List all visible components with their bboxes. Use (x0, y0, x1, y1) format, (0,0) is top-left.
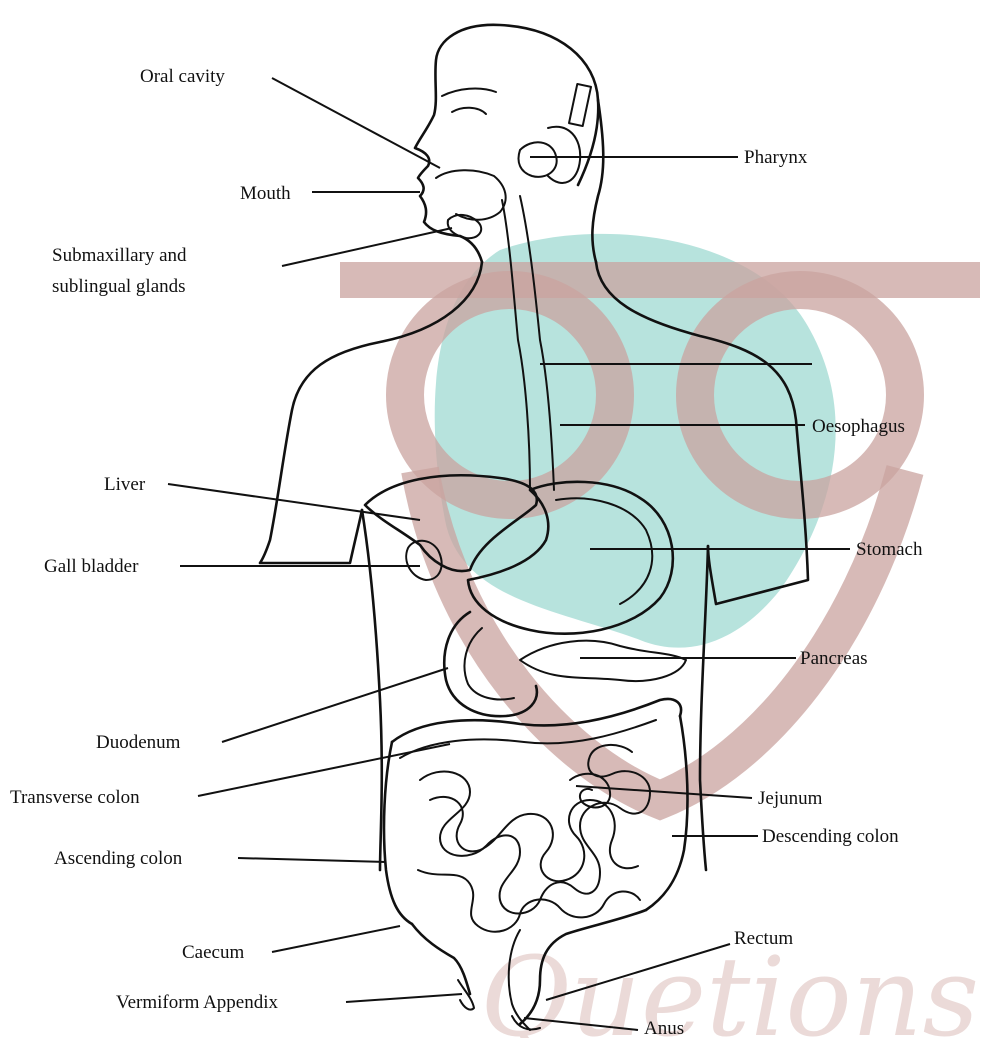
label-ascending-colon: Ascending colon (54, 848, 183, 869)
leader-ascending-colon (238, 858, 386, 862)
label-glands-line2: sublingual glands (52, 276, 186, 297)
head-tube (569, 84, 591, 126)
label-oral-cavity: Oral cavity (140, 66, 225, 87)
label-duodenum: Duodenum (96, 732, 181, 753)
watermark-bar (340, 262, 980, 298)
label-liver: Liver (104, 474, 146, 495)
label-stomach: Stomach (856, 539, 923, 560)
watermark-logo: Quetions (340, 234, 980, 1038)
label-oesophagus: Oesophagus (812, 416, 905, 437)
label-jejunum: Jejunum (758, 788, 823, 809)
label-anus: Anus (644, 1018, 684, 1038)
leader-transverse-colon (198, 744, 450, 796)
oral-cavity-shape (436, 170, 506, 220)
label-gall-bladder: Gall bladder (44, 556, 139, 577)
label-mouth: Mouth (240, 183, 291, 204)
label-glands-line1: Submaxillary and (52, 245, 187, 266)
label-caecum: Caecum (182, 942, 244, 963)
eye (452, 108, 486, 114)
label-pancreas: Pancreas (800, 648, 868, 669)
pancreas-shape (520, 641, 686, 681)
eyebrow (442, 89, 496, 96)
pharynx-shape (519, 142, 557, 177)
ascending-colon-shape (384, 742, 412, 924)
label-pharynx: Pharynx (744, 147, 808, 168)
label-vermiform-appendix: Vermiform Appendix (116, 992, 279, 1013)
label-transverse-colon: Transverse colon (10, 787, 140, 808)
ear (548, 127, 580, 183)
leader-oral-cavity (272, 78, 440, 168)
label-descending-colon: Descending colon (762, 826, 899, 847)
leader-liver (168, 484, 420, 520)
label-rectum: Rectum (734, 928, 793, 949)
leader-appendix (346, 994, 462, 1002)
leader-caecum (272, 926, 400, 952)
leader-glands (282, 228, 452, 266)
